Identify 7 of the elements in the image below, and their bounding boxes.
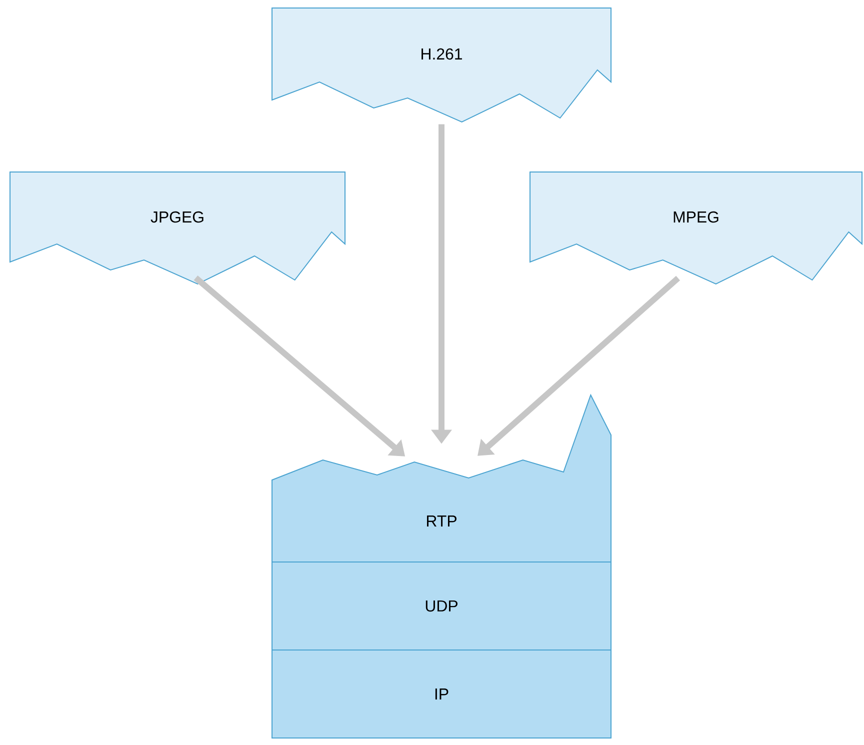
- wavy-box: H.261: [272, 8, 612, 123]
- wavy-box: JPGEG: [10, 172, 346, 285]
- wavy-box: RTP: [272, 394, 612, 562]
- layer-box: IP: [272, 650, 612, 738]
- wavy-box: MPEG: [530, 172, 862, 285]
- layer-box: UDP: [272, 562, 612, 650]
- arrow: [478, 276, 680, 456]
